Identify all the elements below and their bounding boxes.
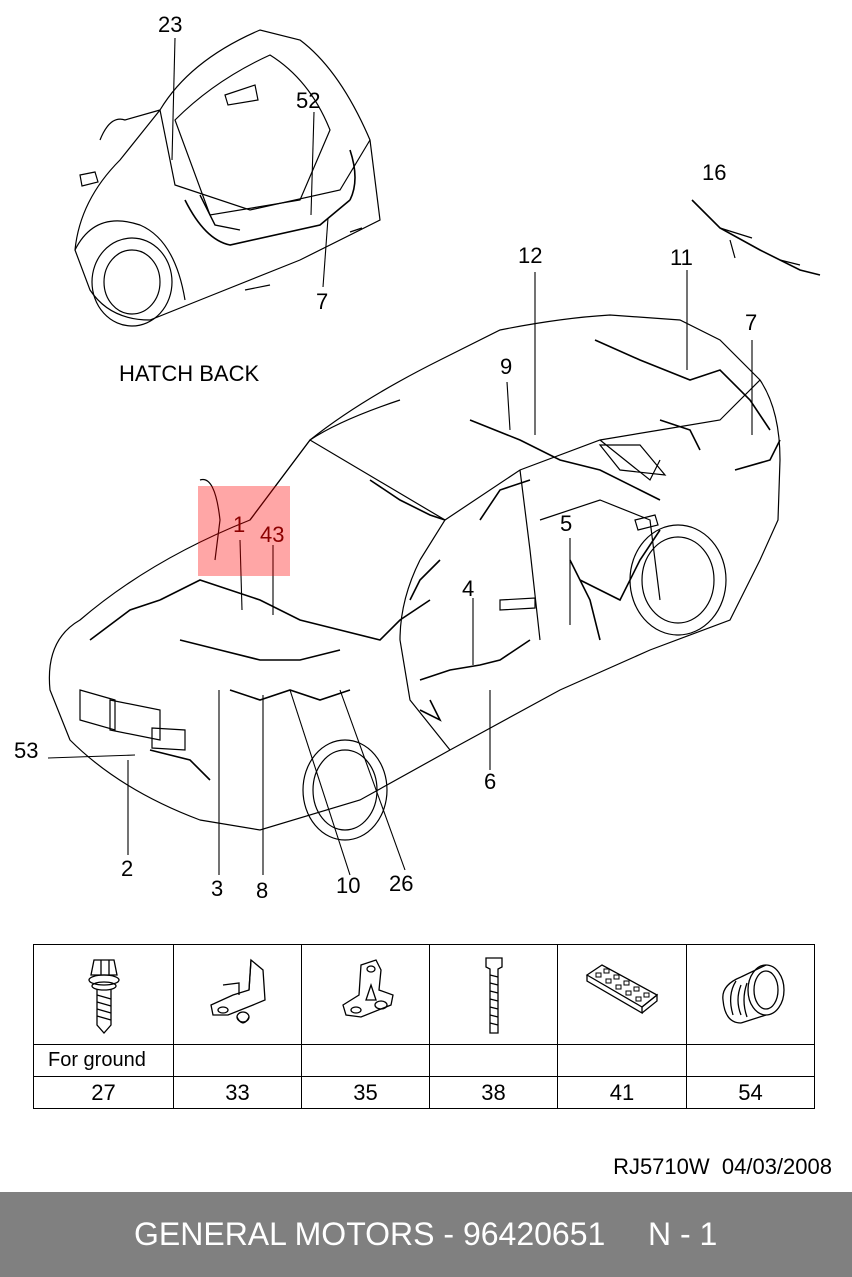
- part-35-note: [301, 1044, 430, 1077]
- callout-52: 52: [296, 88, 321, 113]
- part-41-note: [557, 1044, 687, 1077]
- part-27-image: [33, 944, 174, 1045]
- wiring-harness: [89, 339, 781, 781]
- part-33-note: [173, 1044, 302, 1077]
- grommet-icon: [721, 963, 785, 1024]
- hatchback-label: HATCH BACK: [119, 361, 260, 386]
- callout-53: 53: [14, 738, 39, 763]
- connector-block-icon: [585, 963, 659, 1014]
- hatchback-outline: [74, 29, 381, 327]
- callout-10: 10: [336, 873, 361, 898]
- footer-page: N - 1: [648, 1216, 718, 1252]
- part-54-note: [686, 1044, 815, 1077]
- callout-3: 3: [211, 876, 224, 901]
- part-27-note: For ground: [33, 1044, 174, 1077]
- part-33-image: [173, 944, 302, 1045]
- flat-bracket-icon: [341, 958, 394, 1018]
- part-38-image: [429, 944, 558, 1045]
- part-number-33: 33: [173, 1076, 302, 1109]
- callout-16: 16: [702, 160, 727, 185]
- callout-5: 5: [560, 511, 573, 536]
- callout-8: 8: [256, 878, 269, 903]
- part-54-image: [686, 944, 815, 1045]
- callout-4: 4: [462, 576, 475, 601]
- highlight-box: [198, 486, 290, 576]
- sedan-outline: [48, 314, 781, 841]
- callout-43: 43: [260, 522, 285, 547]
- reference-code: RJ5710W 04/03/2008: [613, 1154, 832, 1179]
- callout-26: 26: [389, 871, 414, 896]
- callout-9: 9: [500, 354, 513, 379]
- leader-lines: [47, 37, 753, 876]
- ground-bolt-icon: [87, 958, 120, 1034]
- callout-2: 2: [121, 856, 134, 881]
- part-38-note: [429, 1044, 558, 1077]
- footer-bar: GENERAL MOTORS - 96420651 N - 1: [0, 1192, 852, 1277]
- parts-table: For ground 27 33 35 38 41 54: [33, 944, 815, 1109]
- wiring-diagram: [47, 29, 821, 876]
- bent-bracket-icon: [209, 958, 266, 1024]
- part-35-image: [301, 944, 430, 1045]
- callout-6: 6: [484, 769, 497, 794]
- callout-23: 23: [158, 12, 183, 37]
- cable-tie-icon: [484, 956, 503, 1034]
- footer-title: GENERAL MOTORS - 96420651: [134, 1216, 606, 1252]
- part-number-27: 27: [33, 1076, 174, 1109]
- part-number-38: 38: [429, 1076, 558, 1109]
- callout-7-hatch: 7: [316, 289, 329, 314]
- part-41-image: [557, 944, 687, 1045]
- harness-16: [691, 199, 821, 276]
- callout-7-sedan: 7: [745, 310, 758, 335]
- callout-1: 1: [233, 512, 246, 537]
- callout-11: 11: [670, 245, 693, 270]
- part-number-54: 54: [686, 1076, 815, 1109]
- callout-12: 12: [518, 243, 543, 268]
- part-number-35: 35: [301, 1076, 430, 1109]
- part-number-41: 41: [557, 1076, 687, 1109]
